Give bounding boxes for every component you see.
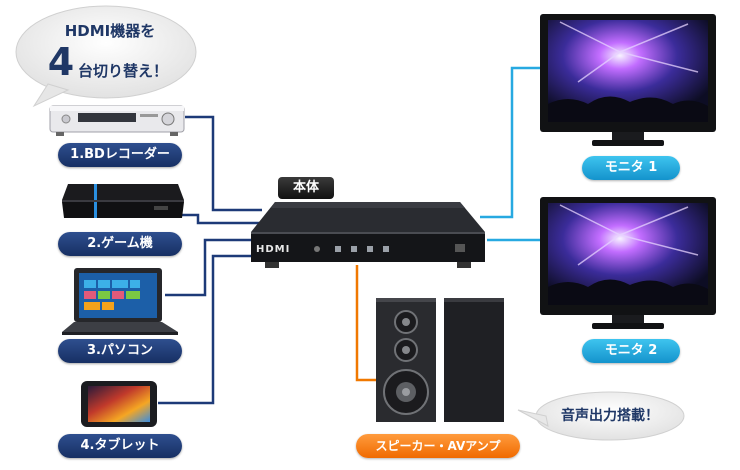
monitor-1-image <box>540 14 716 146</box>
laptop-image <box>62 268 178 335</box>
bd-recorder-image <box>49 105 185 136</box>
title-bubble-number: 4 <box>47 40 75 84</box>
speakers-image <box>376 298 504 422</box>
tablet-image <box>81 381 157 427</box>
line-tablet <box>158 254 253 405</box>
monitor-2-image <box>540 197 716 329</box>
device-label-bd-recorder: 1.BDレコーダー <box>58 143 182 167</box>
unit-label: 本体 <box>278 177 334 199</box>
line-speaker <box>355 265 376 382</box>
audio-bubble-text: 音声出力搭載！ <box>561 408 659 424</box>
hdmi-switch-unit <box>251 202 485 268</box>
monitor-label-1: モニタ 1 <box>582 156 680 180</box>
line-monitor-1 <box>480 66 540 219</box>
title-bubble-shape <box>15 5 197 108</box>
unit-brand-text: HDMI <box>256 244 291 255</box>
line-pc <box>165 238 255 297</box>
title-bubble-line2: 台切り替え！ <box>78 62 169 80</box>
speaker-label: スピーカー・AVアンプ <box>356 434 520 458</box>
audio-bubble-shape <box>517 391 685 441</box>
device-label-tablet: 4.タブレット <box>58 434 182 458</box>
title-bubble-line1: HDMI機器を <box>64 22 156 40</box>
device-label-game-console: 2.ゲーム機 <box>58 232 182 256</box>
game-console-image <box>62 184 184 218</box>
device-label-pc: 3.パソコン <box>58 339 182 363</box>
line-bd-recorder <box>185 115 262 212</box>
monitor-label-2: モニタ 2 <box>582 339 680 363</box>
